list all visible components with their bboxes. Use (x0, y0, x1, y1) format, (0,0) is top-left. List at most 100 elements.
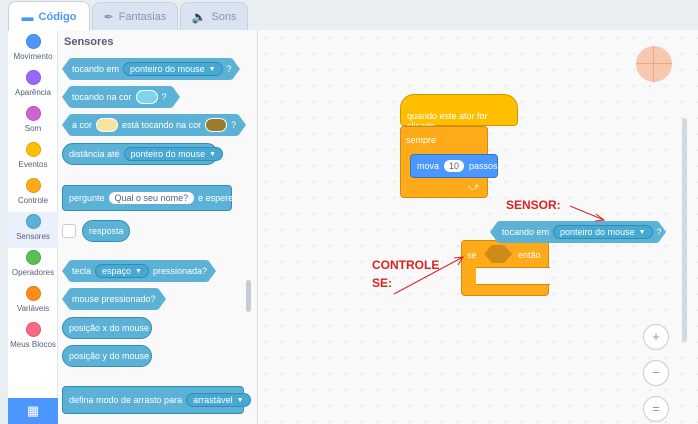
looks-dot-icon (25, 70, 41, 85)
condition-slot[interactable] (484, 245, 512, 263)
loop-arrow-icon: ⤻ (468, 182, 479, 193)
block-label: resposta (89, 226, 124, 236)
steps-input[interactable]: 10 (444, 160, 465, 172)
category-label: Variáveis (16, 304, 50, 313)
hat-block-when-clicked[interactable]: quando este ator for clicado (400, 94, 518, 131)
sound-dot-icon (25, 106, 41, 121)
block-label: tocando na cor (72, 92, 132, 102)
block-set-drag-mode[interactable]: defina modo de arrasto para arrastável▼ (62, 386, 251, 414)
distance-dropdown[interactable]: ponteiro do mouse▼ (123, 147, 224, 161)
touching-dropdown[interactable]: ponteiro do mouse▼ (123, 62, 223, 76)
block-distance[interactable]: distância até ponteiro do mouse▼ (62, 143, 224, 165)
block-touching[interactable]: tocando em ponteiro do mouse▼ ? (62, 58, 240, 80)
script-scrollbar[interactable] (682, 118, 687, 342)
add-extension-button[interactable]: ▦ (8, 398, 58, 424)
chevron-down-icon: ▼ (209, 150, 217, 158)
block-label: tocando em (502, 227, 550, 237)
motion-dot-icon (25, 34, 41, 49)
annotation-se: SE: (372, 276, 393, 290)
block-label: a cor (72, 120, 93, 130)
category-label: Som (24, 124, 42, 133)
sensor-dropdown[interactable]: ponteiro do mouse▼ (553, 225, 653, 239)
speaker-icon: 🔈 (191, 9, 207, 24)
category-events[interactable]: Eventos (8, 142, 58, 176)
tab-bar: ▬ Código ✒ Fantasias 🔈 Sons (0, 0, 698, 31)
category-looks[interactable]: Aparência (8, 70, 58, 104)
category-control[interactable]: Controle (8, 178, 58, 212)
dropdown-value: arrastável (193, 395, 233, 405)
category-menu: Movimento Aparência Som Eventos Controle… (8, 30, 58, 424)
then-label: então (518, 250, 541, 260)
block-key-pressed[interactable]: tecla espaço▼ pressionada? (62, 260, 216, 282)
block-label: pergunte (69, 193, 105, 203)
block-label: mova (417, 161, 440, 171)
block-suffix: pressionada? (152, 266, 208, 276)
dropdown-value: ponteiro do mouse (130, 64, 205, 74)
category-label: Movimento (13, 52, 53, 61)
color-swatch[interactable] (205, 118, 227, 132)
move-steps-block[interactable]: mova 10 passos (410, 154, 498, 178)
chevron-down-icon: ▼ (135, 267, 142, 275)
block-label: distância até (69, 149, 120, 159)
key-dropdown[interactable]: espaço▼ (95, 264, 149, 278)
zoom-reset-button[interactable]: = (643, 396, 669, 422)
block-ask[interactable]: pergunte Qual o seu nome? e espere (62, 185, 233, 211)
block-label: tocando em (72, 64, 120, 74)
zoom-in-button[interactable]: + (643, 324, 669, 350)
tab-sounds[interactable]: 🔈 Sons (180, 2, 248, 30)
annotation-controle: CONTROLE (372, 258, 440, 272)
chevron-down-icon: ▼ (208, 65, 216, 73)
tab-code-label: Código (38, 10, 77, 23)
block-touching-color[interactable]: tocando na cor ? (62, 86, 180, 108)
tab-costumes[interactable]: ✒ Fantasias (92, 2, 178, 30)
category-motion[interactable]: Movimento (8, 34, 58, 68)
palette-scrollbar[interactable] (246, 280, 251, 312)
control-dot-icon (25, 178, 41, 193)
color-swatch[interactable] (96, 118, 118, 132)
category-my-blocks[interactable]: Meus Blocos (8, 322, 58, 356)
block-label: posição y do mouse (69, 351, 150, 361)
category-operators[interactable]: Operadores (8, 250, 58, 284)
category-label: Meus Blocos (10, 340, 56, 349)
sprite-ball-icon (636, 46, 672, 82)
operators-dot-icon (25, 250, 41, 265)
category-sensing[interactable]: Sensores (8, 212, 58, 248)
arrow-sensor (569, 205, 605, 221)
color-swatch[interactable] (136, 90, 158, 104)
block-label: está tocando na cor (122, 120, 202, 130)
extension-icon: ▦ (26, 403, 40, 418)
block-suffix: ? (161, 92, 167, 102)
zoom-out-button[interactable]: − (643, 360, 669, 386)
category-sound[interactable]: Som (8, 106, 58, 140)
category-label: Controle (17, 196, 49, 205)
zoom-out-icon: − (652, 365, 660, 380)
my-blocks-dot-icon (25, 322, 41, 337)
category-label: Eventos (18, 160, 48, 169)
if-then-block[interactable]: se então (461, 240, 550, 296)
block-mouse-x[interactable]: posição x do mouse (62, 317, 152, 339)
sensing-dot-icon (25, 214, 41, 229)
category-variables[interactable]: Variáveis (8, 286, 58, 320)
block-mouse-y[interactable]: posição y do mouse (62, 345, 152, 367)
drag-mode-dropdown[interactable]: arrastável▼ (186, 393, 251, 407)
block-mouse-down[interactable]: mouse pressionado? (62, 288, 166, 310)
answer-checkbox[interactable] (62, 224, 76, 238)
tab-costumes-label: Fantasias (118, 10, 167, 23)
block-palette: Sensores tocando em ponteiro do mouse▼ ?… (58, 30, 258, 424)
block-answer[interactable]: resposta (82, 220, 130, 242)
script-area[interactable]: quando este ator for clicado sempre ⤻ mo… (258, 30, 698, 424)
block-label: mouse pressionado? (72, 294, 156, 304)
category-label: Aparência (14, 88, 52, 97)
annotation-sensor: SENSOR: (506, 198, 561, 212)
zoom-reset-icon: = (652, 401, 660, 416)
ask-input[interactable]: Qual o seu nome? (108, 192, 195, 204)
block-color-touching-color[interactable]: a cor está tocando na cor ? (62, 114, 246, 136)
tab-code[interactable]: ▬ Código (8, 1, 90, 31)
chevron-down-icon: ▼ (638, 228, 646, 236)
zoom-in-icon: + (652, 329, 660, 344)
variables-dot-icon (25, 286, 41, 301)
block-suffix: ? (231, 120, 237, 130)
sensor-block-touching[interactable]: tocando em ponteiro do mouse▼ ? (490, 221, 666, 243)
chevron-down-icon: ▼ (236, 396, 244, 404)
